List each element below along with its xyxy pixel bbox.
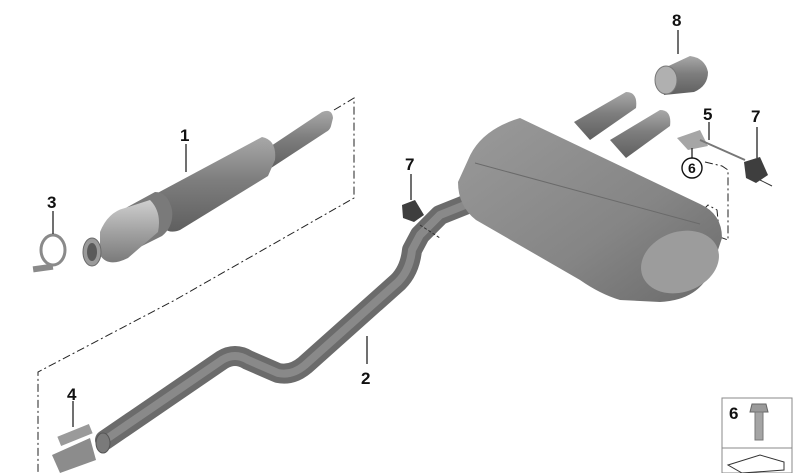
callout-1[interactable]: 1: [180, 126, 189, 145]
callout-7-right[interactable]: 7: [751, 107, 760, 126]
rear-muffler[interactable]: [458, 92, 728, 304]
callout-6-circle: [681, 157, 703, 179]
part-7-rubber-mount-left[interactable]: [402, 174, 441, 239]
part-8-tailpipe-trim[interactable]: [654, 30, 708, 95]
callout-3[interactable]: 3: [47, 193, 56, 212]
legend-label-6: 6: [729, 404, 738, 423]
part-1-catalytic-converter[interactable]: [82, 110, 333, 267]
part-2-center-pipe[interactable]: [95, 195, 475, 454]
callout-6[interactable]: 6: [688, 160, 696, 176]
part-5-bracket[interactable]: [677, 122, 746, 161]
part-7-rubber-mount-right[interactable]: [744, 127, 773, 187]
callout-2[interactable]: 2: [361, 369, 370, 388]
part-4-pipe-clamp[interactable]: [52, 401, 96, 473]
bolt-icon: [749, 403, 769, 441]
callout-5[interactable]: 5: [703, 105, 712, 124]
legend-box: 6: [721, 397, 793, 473]
callout-4[interactable]: 4: [67, 385, 77, 404]
part-3-clamp-ring[interactable]: [32, 233, 67, 273]
callout-8[interactable]: 8: [672, 11, 681, 30]
callout-7-left[interactable]: 7: [405, 155, 414, 174]
washer-icon: [726, 454, 785, 473]
